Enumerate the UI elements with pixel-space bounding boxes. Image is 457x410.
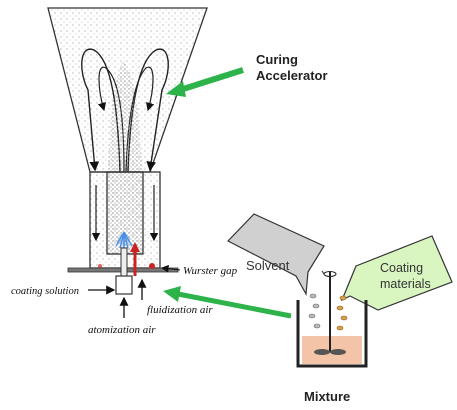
- coating-materials-label-line1: Coating: [380, 261, 423, 275]
- curing-accelerator-arrow: [166, 67, 244, 97]
- curing-accelerator-label-line1: Curing: [256, 52, 298, 67]
- curing-accelerator-label-line2: Accelerator: [256, 68, 328, 83]
- stirrer-icon: [314, 270, 346, 355]
- mixture-feed-arrow: [163, 286, 292, 319]
- coating-solution-label: coating solution: [11, 286, 79, 297]
- expansion-chamber: [47, 7, 208, 173]
- atomization-air-label: atomization air: [88, 324, 156, 336]
- fluidization-air-arrows: [98, 242, 155, 276]
- coating-materials-label-line2: materials: [380, 277, 431, 291]
- solvent-callout: [227, 213, 325, 296]
- fluidization-air-label: fluidization air: [147, 304, 213, 316]
- wurster-gap-label: Wurster gap: [183, 265, 238, 277]
- mixture-label: Mixture: [304, 389, 350, 404]
- mixing-vessel: [296, 293, 368, 368]
- solvent-label: Solvent: [246, 258, 290, 273]
- spray-nozzle-icon: [115, 231, 133, 295]
- wurster-gap-pointer: [160, 264, 181, 273]
